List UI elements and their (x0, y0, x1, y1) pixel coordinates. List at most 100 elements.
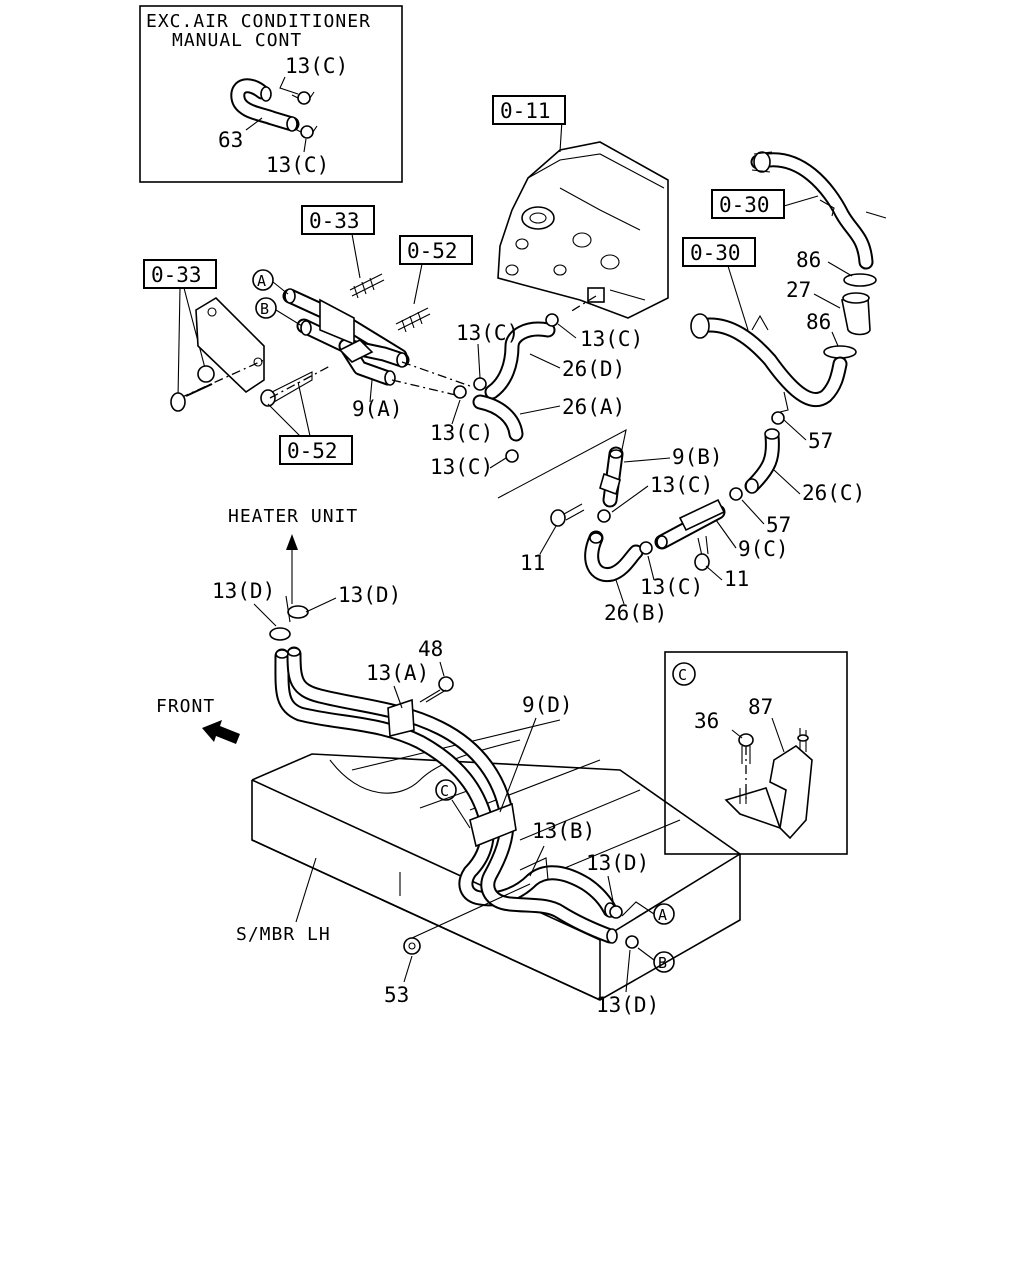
ref-0-33-upper: 0-33 (301, 205, 375, 235)
hose-26c (744, 428, 780, 494)
callout-53: 53 (384, 983, 409, 1007)
callout-11-left: 11 (520, 551, 545, 575)
callout-13c-center-2: 13(C) (580, 327, 643, 351)
label-heater-unit: HEATER UNIT (228, 506, 358, 527)
nut-0-52-lower (260, 365, 331, 407)
callout-13b: 13(B) (532, 819, 595, 843)
svg-text:0-33: 0-33 (309, 209, 360, 233)
callout-26b: 26(B) (604, 601, 667, 625)
bolt-48 (419, 676, 454, 703)
clamp-13d-lower-2 (625, 935, 639, 949)
upper-water-pipe-0-30 (750, 151, 887, 270)
stud-0-52 (395, 307, 431, 333)
ref-0-11: 0-11 (492, 95, 566, 125)
callout-13c-right-2: 13(C) (640, 575, 703, 599)
bolt-11-left (550, 503, 585, 527)
hose-26b (584, 530, 644, 582)
marker-b-top: B (255, 297, 303, 327)
callout-13d-upper-left: 13(D) (212, 579, 275, 603)
clamp-13c-inset-bottom (294, 125, 318, 139)
hose-63-drawing (230, 78, 300, 132)
clamp-13c-right-2 (639, 541, 653, 555)
inset-frame (139, 5, 403, 183)
hose-26d (484, 321, 556, 400)
marker-b-bottom: B (637, 947, 675, 973)
stud-0-33 (349, 273, 385, 299)
clamp-13d-lower-1 (609, 905, 623, 919)
callout-9c: 9(C) (738, 537, 789, 561)
fitting-9b (599, 446, 624, 508)
marker-c-frame: C (435, 779, 471, 829)
ref-0-52-upper: 0-52 (399, 235, 473, 265)
label-smbr-lh: S/MBR LH (236, 924, 331, 945)
callout-26a: 26(A) (562, 395, 625, 419)
callout-13c-center-1: 13(C) (456, 321, 519, 345)
svg-text:A: A (257, 272, 266, 290)
detail-c-inset: C (664, 651, 848, 855)
callout-13c-inset-a: 13(C) (285, 54, 348, 78)
ref-0-33-left: 0-33 (143, 259, 217, 289)
svg-text:0-30: 0-30 (719, 193, 770, 217)
ref-0-52-lower: 0-52 (279, 435, 353, 465)
callout-13a: 13(A) (366, 661, 429, 685)
clamp-57-lower (729, 487, 743, 501)
label-front: FRONT (156, 696, 215, 717)
inset-exc-air-conditioner: EXC.AIR CONDITIONER MANUAL CONT 13(C) 63… (139, 5, 403, 183)
bolt-0-33-left (170, 359, 265, 412)
svg-text:0-33: 0-33 (151, 263, 202, 287)
hose-26a (472, 394, 524, 442)
svg-text:0-52: 0-52 (287, 439, 338, 463)
svg-text:B: B (260, 300, 269, 318)
pipe-9c (654, 498, 726, 550)
svg-text:0-11: 0-11 (500, 99, 551, 123)
callout-13c-center-3: 13(C) (430, 421, 493, 445)
callout-26d: 26(D) (562, 357, 625, 381)
inset-title-line1: EXC.AIR CONDITIONER (146, 11, 371, 32)
clamp-13c-right-1 (597, 509, 611, 523)
callout-57-upper: 57 (808, 429, 833, 453)
callout-11-right: 11 (724, 567, 749, 591)
bracket-87 (724, 728, 813, 840)
ref-0-30-lower: 0-30 (682, 237, 756, 267)
callout-63: 63 (218, 128, 243, 152)
svg-text:C: C (440, 782, 449, 800)
callout-86-top: 86 (796, 248, 821, 272)
marker-a-bottom: A (621, 901, 675, 925)
callout-57-lower: 57 (766, 513, 791, 537)
clamps-13d-upper (269, 595, 309, 641)
lower-water-pipe-0-30 (690, 313, 848, 413)
inset-title-line2: MANUAL CONT (172, 30, 302, 51)
svg-text:0-52: 0-52 (407, 239, 458, 263)
svg-text:B: B (658, 954, 667, 972)
callout-87: 87 (748, 695, 773, 719)
svg-text:0-30: 0-30 (690, 241, 741, 265)
callout-13c-center-4: 13(C) (430, 455, 493, 479)
engine-cylinder-head (497, 141, 669, 319)
callout-26c: 26(C) (802, 481, 865, 505)
svg-text:A: A (658, 906, 667, 924)
nut-53 (403, 883, 531, 955)
callout-13d-lower-1: 13(D) (586, 851, 649, 875)
callout-27: 27 (786, 278, 811, 302)
callout-13c-right-1: 13(C) (650, 473, 713, 497)
callout-13d-lower-2: 13(D) (596, 993, 659, 1017)
svg-text:C: C (678, 666, 687, 684)
callout-9a: 9(A) (352, 397, 403, 421)
clamp-13c-inset-top (291, 91, 315, 105)
callout-86-bottom: 86 (806, 310, 831, 334)
callout-9b: 9(B) (672, 445, 723, 469)
callout-13c-inset-b: 13(C) (266, 153, 329, 177)
bolt-11-right (694, 535, 710, 571)
callout-9d: 9(D) (522, 693, 573, 717)
front-arrow-icon (202, 720, 240, 744)
clamps-13c-center (453, 295, 597, 463)
bracket-plate (195, 296, 265, 394)
clamp-57-upper (771, 411, 785, 425)
bolt-36 (738, 733, 754, 800)
pipe-9a-assembly (282, 288, 471, 397)
marker-a-top: A (252, 269, 289, 295)
ref-0-30-upper: 0-30 (711, 189, 785, 219)
heater-pipe-9d (274, 646, 618, 944)
heater-unit-arrow-icon (286, 534, 298, 604)
